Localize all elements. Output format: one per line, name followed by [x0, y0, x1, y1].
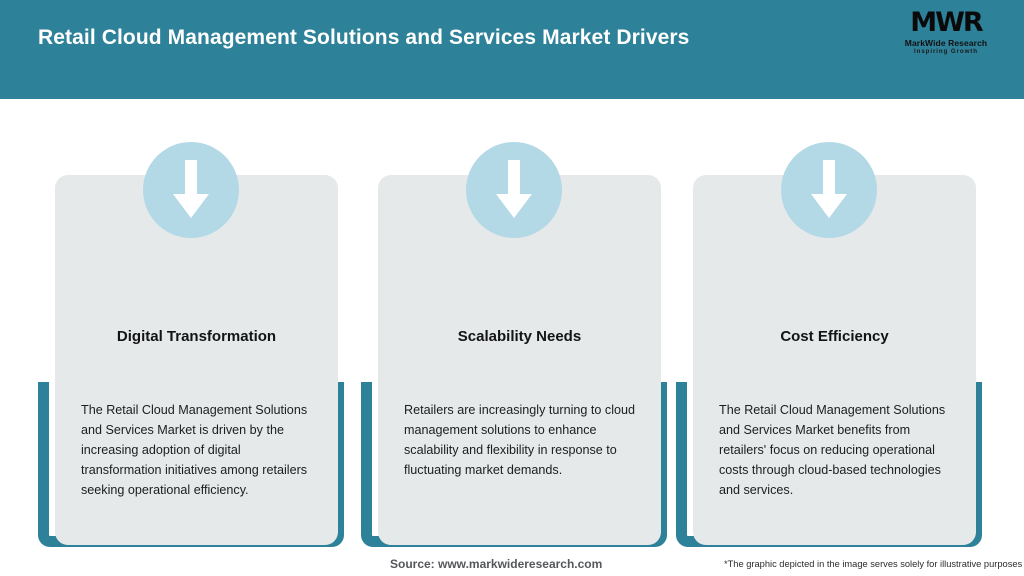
- card-title: Digital Transformation: [116, 328, 277, 345]
- card-body-text: The Retail Cloud Management Solutions an…: [81, 403, 308, 497]
- driver-card-group: Scalability Needs Retailers are increasi…: [361, 99, 667, 547]
- source-label: Source: www.markwideresearch.com: [390, 557, 603, 571]
- card-body-text: The Retail Cloud Management Solutions an…: [719, 403, 946, 497]
- arrow-down-icon: [781, 142, 877, 238]
- logo-company-name: MarkWide Research: [904, 38, 988, 48]
- driver-cards-container: Digital Transformation The Retail Cloud …: [0, 99, 1024, 547]
- card-title: Cost Efficiency: [780, 328, 889, 345]
- card-title: Scalability Needs: [457, 328, 582, 345]
- page-title: Retail Cloud Management Solutions and Se…: [38, 26, 690, 49]
- card-body-text: Retailers are increasingly turning to cl…: [404, 403, 636, 477]
- disclaimer-label: *The graphic depicted in the image serve…: [724, 559, 1023, 569]
- logo-tagline: Inspiring Growth: [914, 48, 978, 55]
- arrow-down-icon: [143, 142, 239, 238]
- driver-card-group: Cost Efficiency The Retail Cloud Managem…: [676, 99, 982, 547]
- logo-monogram: MWR: [910, 7, 983, 38]
- arrow-down-icon: [466, 142, 562, 238]
- page-header: Retail Cloud Management Solutions and Se…: [0, 0, 1024, 99]
- driver-card-group: Digital Transformation The Retail Cloud …: [38, 99, 344, 547]
- company-logo: MWR MarkWide Research Inspiring Growth: [892, 8, 1000, 66]
